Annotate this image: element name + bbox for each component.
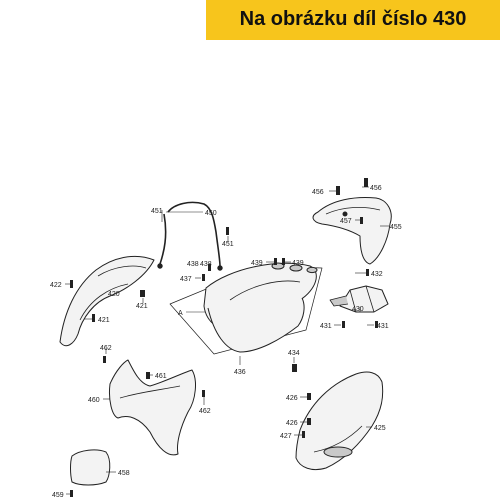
callout-461: 461 — [155, 373, 167, 380]
callout-432: 432 — [371, 271, 383, 278]
callout-426b: 426 — [286, 420, 298, 427]
callout-labels: 456 456 457 455 451 450 451 439 439 438 … — [50, 185, 402, 499]
callout-455: 455 — [390, 224, 402, 231]
callout-456a: 456 — [312, 189, 324, 196]
callout-439a: 439 — [251, 260, 263, 267]
part-420-side-cover-left — [59, 255, 155, 347]
callout-430: 430 — [352, 306, 364, 313]
fasteners — [70, 178, 378, 497]
callout-425: 425 — [374, 425, 386, 432]
callout-456b: 456 — [370, 185, 382, 192]
callout-437: 437 — [180, 276, 192, 283]
callout-458: 458 — [118, 470, 130, 477]
callout-450: 450 — [205, 210, 217, 217]
part-460-lower-cover — [109, 359, 196, 456]
page-title: Na obrázku díl číslo 430 — [239, 8, 467, 30]
callout-436: 436 — [234, 369, 246, 376]
callout-431a: 431 — [320, 323, 332, 330]
part-450-handle — [157, 201, 223, 271]
callout-427: 427 — [280, 433, 292, 440]
part-425-side-cover-right — [295, 371, 384, 471]
callout-421a: 421 — [98, 317, 110, 324]
title-banner: Na obrázku díl číslo 430 — [206, 0, 500, 40]
callout-462a: 462 — [100, 345, 112, 352]
callout-459: 459 — [52, 492, 64, 499]
callout-451b: 451 — [222, 241, 234, 248]
part-458-small-cover — [70, 449, 111, 486]
callout-438b: 438 — [200, 261, 212, 268]
leader-lines — [65, 186, 389, 495]
callout-460: 460 — [88, 397, 100, 404]
callout-438a: 438 — [187, 261, 199, 268]
callout-439b: 439 — [292, 260, 304, 267]
part-430-rear-bracket — [329, 285, 389, 313]
part-436-helmet-box — [169, 262, 323, 355]
callout-451a: 451 — [151, 208, 163, 215]
callout-422: 422 — [50, 282, 62, 289]
callout-A: A — [178, 310, 183, 317]
callout-420: 420 — [108, 291, 120, 298]
callout-421b: 421 — [136, 303, 148, 310]
callout-426a: 426 — [286, 395, 298, 402]
callout-434: 434 — [288, 350, 300, 357]
part-455-rear-carrier — [312, 197, 392, 265]
callout-457: 457 — [340, 218, 352, 225]
callout-462b: 462 — [199, 408, 211, 415]
callout-431b: 431 — [377, 323, 389, 330]
